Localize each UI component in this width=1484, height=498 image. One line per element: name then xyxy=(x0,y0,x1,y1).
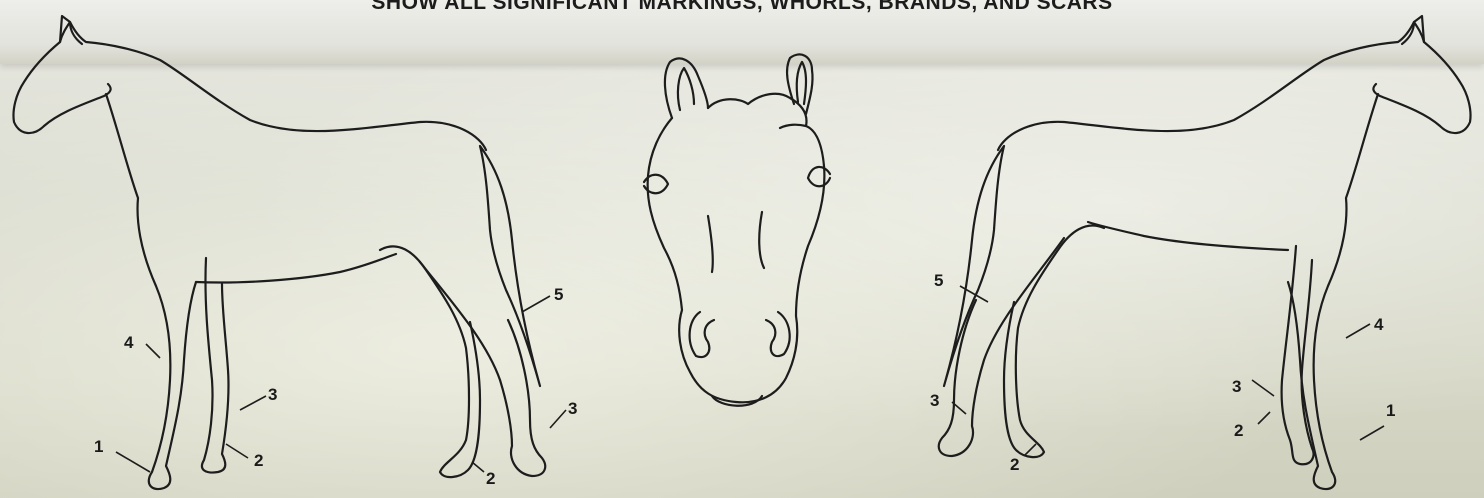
left-horse-tail xyxy=(480,146,540,386)
left-label-3-hind: 3 xyxy=(568,399,577,418)
front-head-diagram[interactable] xyxy=(644,54,830,405)
head-outline xyxy=(648,118,825,402)
left-label-2-hind: 2 xyxy=(486,469,495,488)
right-horse-topline xyxy=(998,16,1471,150)
left-view-labels: 1 2 3 4 5 2 3 xyxy=(94,285,577,488)
head-left-ear-inner xyxy=(678,68,694,110)
left-side-horse-diagram[interactable] xyxy=(13,16,545,489)
head-face-line-right xyxy=(759,212,764,268)
left-horse-hind-far-leg xyxy=(420,262,545,476)
right-horse-front-far-leg xyxy=(1282,246,1314,464)
right-label-4: 4 xyxy=(1374,315,1384,334)
left-horse-front-far-leg xyxy=(202,258,229,473)
right-label-3-front: 3 xyxy=(1232,377,1241,396)
right-label-3-hind: 3 xyxy=(930,391,939,410)
right-horse-ear xyxy=(1402,22,1424,44)
head-right-eye xyxy=(808,167,830,186)
left-label-4: 4 xyxy=(124,333,134,352)
left-label-3-front: 3 xyxy=(268,385,277,404)
head-right-ear-inner xyxy=(797,62,806,104)
head-forelock xyxy=(708,94,806,128)
right-label-2-hind: 2 xyxy=(1010,455,1019,474)
right-horse-hind-near-leg xyxy=(1004,225,1104,457)
right-horse-front-near-leg xyxy=(1288,94,1378,489)
left-horse-ear xyxy=(60,22,82,44)
head-right-nostril xyxy=(766,312,790,356)
head-left-ear xyxy=(665,58,708,118)
head-face-line-left xyxy=(708,216,713,272)
left-label-1: 1 xyxy=(94,437,103,456)
right-label-1: 1 xyxy=(1386,401,1395,420)
right-horse-belly xyxy=(1088,222,1288,250)
head-left-nostril xyxy=(690,312,714,357)
right-label-2-front: 2 xyxy=(1234,421,1243,440)
left-horse-belly xyxy=(196,254,396,283)
left-label-5: 5 xyxy=(554,285,563,304)
right-view-labels: 5 3 2 4 3 2 1 xyxy=(930,271,1395,474)
left-horse-hind-near-leg xyxy=(380,246,480,477)
left-horse-front-near-leg xyxy=(106,94,196,489)
right-label-5: 5 xyxy=(934,271,943,290)
left-horse-topline xyxy=(13,16,486,150)
right-horse-tail xyxy=(944,146,1004,386)
left-label-2-front: 2 xyxy=(254,451,263,470)
